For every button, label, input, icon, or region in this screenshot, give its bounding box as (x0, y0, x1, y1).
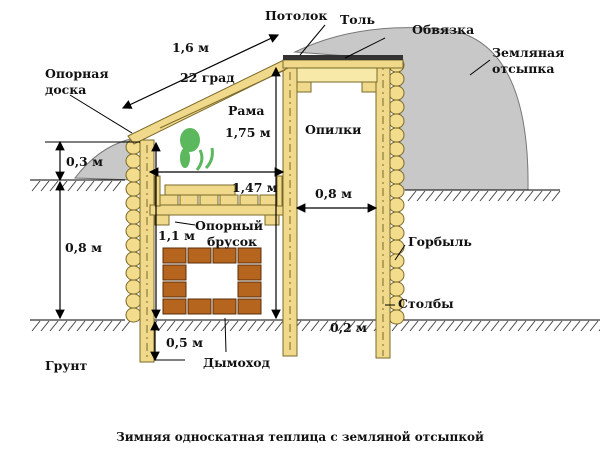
dim-post-depth: 0,5 м (166, 335, 203, 350)
log (125, 153, 142, 169)
log (388, 71, 405, 87)
dim-inner-height: 1,75 м (225, 125, 271, 140)
label-support-bar-2: брусок (207, 234, 257, 249)
shelf-block (159, 194, 179, 206)
shelf-block (179, 194, 199, 206)
dim-roof-length: 1,6 м (172, 40, 209, 55)
log (125, 237, 142, 253)
label-chimney: Дымоход (203, 355, 270, 370)
dim-passage-width: 0,8 м (315, 186, 352, 201)
label-soil: Грунт (45, 358, 88, 373)
label-sawdust: Опилки (305, 122, 361, 137)
brick (237, 247, 262, 264)
dimension-lines (45, 24, 491, 362)
log (388, 239, 405, 255)
brick (187, 247, 212, 264)
log (125, 223, 142, 239)
sawdust-layer (296, 67, 378, 83)
log (388, 281, 405, 297)
label-support-board-1: Опорная (45, 66, 109, 81)
label-posts: Столбы (398, 296, 454, 311)
log (125, 167, 142, 183)
shelf-block (259, 194, 279, 206)
log (125, 265, 142, 281)
dim-shelf-height: 1,1 м (158, 228, 195, 243)
log (388, 183, 405, 199)
log (388, 155, 405, 171)
log (388, 169, 405, 185)
log (125, 181, 142, 197)
label-frame: Рама (228, 103, 264, 118)
label-earth-fill-2: отсыпка (492, 61, 555, 76)
log (125, 195, 142, 211)
shelf-block (199, 194, 219, 206)
log (388, 309, 405, 325)
brick (162, 298, 187, 315)
log (388, 253, 405, 269)
ground (30, 179, 600, 332)
label-ceiling: Потолок (265, 8, 327, 23)
log (388, 225, 405, 241)
brick (162, 281, 187, 298)
brick (212, 247, 237, 264)
earth-mound-right (293, 27, 529, 191)
log (388, 99, 405, 115)
brick (237, 281, 262, 298)
roofing-felt (283, 55, 403, 60)
shelf-block (219, 194, 239, 206)
label-earth-fill-1: Земляная (492, 45, 564, 60)
label-binding: Обвязка (412, 22, 474, 37)
ceiling-board (282, 59, 404, 69)
diagram-caption: Зимняя односкатная теплица с земляной от… (116, 430, 484, 444)
label-slab: Горбыль (408, 234, 472, 249)
dim-roof-angle: 22 град (180, 70, 235, 85)
label-support-board-2: доска (45, 82, 86, 97)
log-wall-left (125, 139, 142, 323)
log (388, 85, 405, 101)
log (388, 197, 405, 213)
brick (187, 298, 212, 315)
log (388, 267, 405, 283)
brick (237, 264, 262, 281)
brick (162, 264, 187, 281)
brick (237, 298, 262, 315)
dim-post-gap: 0,2 м (330, 320, 367, 335)
log (125, 209, 142, 225)
label-support-bar-1: Опорный (195, 218, 263, 233)
log (388, 211, 405, 227)
log (388, 141, 405, 157)
stove-chimney (162, 247, 262, 315)
dim-above-ground: 0,3 м (66, 154, 103, 169)
brick (212, 298, 237, 315)
dim-depth: 0,8 м (65, 240, 102, 255)
plant-icon (180, 128, 214, 171)
log (388, 127, 405, 143)
dim-shelf-width: 1,47 м (232, 180, 278, 195)
log (125, 251, 142, 267)
log (125, 307, 142, 323)
log (125, 293, 142, 309)
label-roofing-felt: Толь (340, 12, 375, 27)
log (125, 279, 142, 295)
log-wall-right (388, 57, 405, 325)
brick (162, 247, 187, 264)
shelf-block (239, 194, 259, 206)
log (388, 113, 405, 129)
